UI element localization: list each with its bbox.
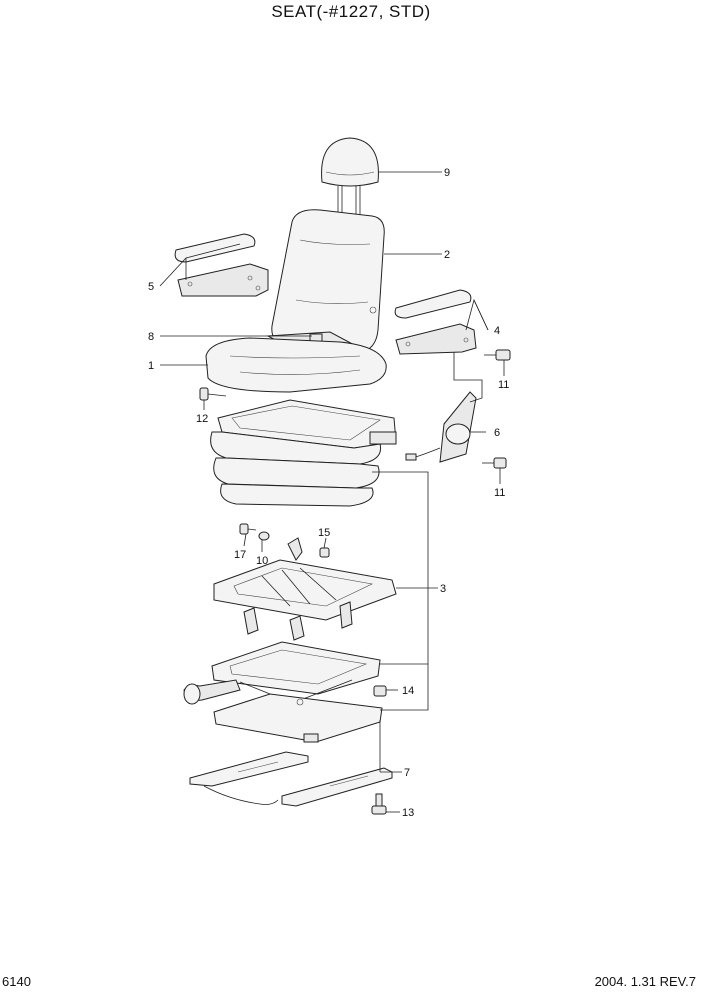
- bolts-10-15-17: [239, 523, 330, 558]
- bolt-lower: [482, 457, 507, 469]
- bolt-12: [199, 387, 227, 401]
- backrest: [271, 209, 385, 353]
- callout-9: 9: [444, 167, 450, 179]
- callout-4: 4: [494, 325, 500, 337]
- callout-8: 8: [148, 331, 154, 343]
- left-armrest: [174, 233, 269, 297]
- leader-lines: [159, 171, 505, 813]
- bolt-upper: [484, 349, 511, 361]
- lever-bracket: [405, 391, 477, 463]
- page-number: 6140: [2, 974, 31, 989]
- callout-3: 3: [440, 583, 446, 595]
- right-armrest: [394, 289, 477, 355]
- headrest: [321, 137, 379, 214]
- seat-cushion: [205, 337, 387, 393]
- callout-17: 17: [234, 549, 246, 561]
- bolt-13: [371, 793, 387, 815]
- callout-11-upper: 11: [498, 379, 509, 391]
- callout-10: 10: [256, 555, 268, 567]
- callout-12: 12: [196, 413, 208, 425]
- callout-1: 1: [148, 360, 154, 372]
- callouts: 9 2 5 4 8 1 11 12 6 11 15 17 10 3 14 7 1…: [148, 167, 509, 819]
- callout-15: 15: [318, 527, 330, 539]
- callout-7: 7: [404, 767, 410, 779]
- callout-11-lower: 11: [494, 487, 505, 499]
- callout-5: 5: [148, 281, 154, 293]
- page-title: SEAT(-#1227, STD): [271, 2, 431, 21]
- suspension-bellows: [210, 399, 397, 507]
- upper-frame: [213, 537, 397, 641]
- nut-14: [373, 685, 387, 697]
- revision-date: 2004. 1.31 REV.7: [594, 974, 696, 989]
- callout-2: 2: [444, 249, 450, 261]
- scissor-mechanism: [183, 641, 383, 743]
- callout-6: 6: [494, 427, 500, 439]
- callout-14: 14: [402, 685, 414, 697]
- callout-13: 13: [402, 807, 414, 819]
- slide-rails: [189, 751, 393, 807]
